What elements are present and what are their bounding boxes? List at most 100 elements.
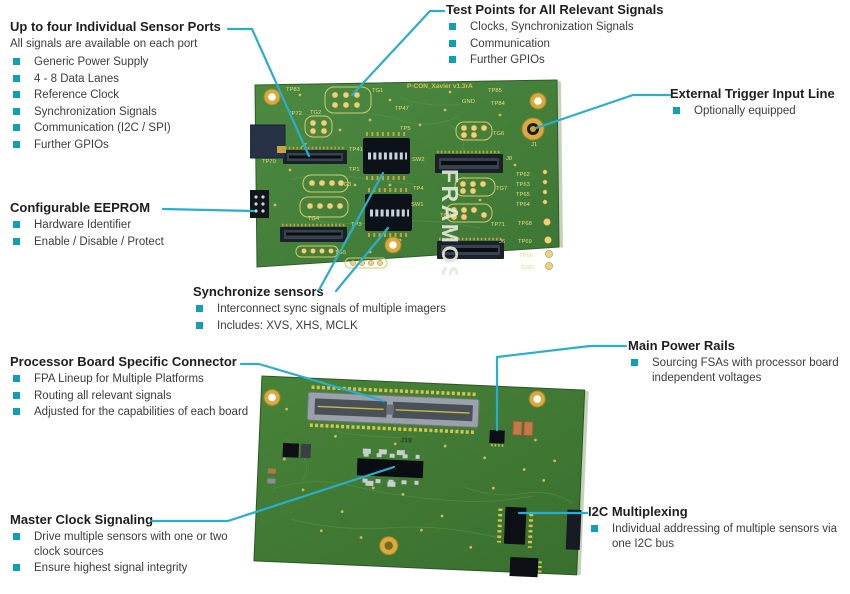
bullet-square-icon: [13, 375, 20, 382]
annotation-title: I2C Multiplexing: [588, 504, 688, 519]
bullet-text: Individual addressing of multiple sensor…: [612, 523, 838, 550]
bullet-text: Drive multiple sensors with one or two c…: [34, 531, 228, 558]
silkscreen-label: J7: [301, 143, 307, 149]
bullet-square-icon: [13, 58, 20, 65]
silkscreen-label: TP64: [516, 202, 531, 208]
bullet-square-icon: [13, 91, 20, 98]
silkscreen-label: J19: [400, 437, 412, 445]
bullet-item: Optionally equipped: [670, 104, 848, 119]
silkscreen-label: TG8: [440, 213, 451, 219]
annotation-sync-sensors: Synchronize sensors Interconnect sync si…: [193, 285, 478, 335]
silkscreen-label: J6: [499, 239, 505, 245]
annotation-title: Configurable EEPROM: [10, 200, 151, 215]
connector-bottom-left: [280, 223, 347, 242]
bullet-item: Sourcing FSAs with processor board indep…: [628, 356, 846, 385]
silkscreen-label: TG5: [335, 250, 346, 256]
silkscreen-label: TP69: [518, 239, 532, 245]
bullet-text: Routing all relevant signals: [34, 389, 172, 402]
bullet-text: Interconnect sync signals of multiple im…: [217, 303, 446, 315]
silkscreen-label: TP47: [395, 106, 409, 112]
bullet-item: Routing all relevant signals: [10, 389, 272, 404]
bullet-item: Includes: XVS, XHS, MCLK: [193, 319, 478, 334]
silkscreen-label: TP70: [262, 159, 276, 165]
bullet-square-icon: [631, 359, 638, 366]
silkscreen-label: TP72: [288, 111, 302, 117]
annotation-bullet-list: Drive multiple sensors with one or two c…: [10, 530, 248, 576]
bullet-text: Includes: XVS, XHS, MCLK: [217, 319, 358, 332]
bullet-square-icon: [13, 221, 20, 228]
silkscreen-label: TP68: [518, 221, 532, 227]
silkscreen-board-title: P-CON_Xavier v1.3rA: [407, 83, 473, 90]
bullet-square-icon: [196, 321, 203, 329]
bullet-square-icon: [13, 564, 20, 571]
bullet-square-icon: [13, 74, 20, 82]
silkscreen-label: TP3: [351, 222, 362, 228]
bullet-text: Clocks, Synchronization Signals: [470, 21, 634, 33]
annotation-title: Master Clock Signaling: [10, 512, 154, 527]
annotation-bullet-list: Sourcing FSAs with processor board indep…: [628, 356, 846, 385]
secondary-ic: [509, 557, 542, 578]
bullet-text: Enable / Disable / Protect: [34, 235, 164, 248]
i2c-multiplexer-chip: [496, 506, 534, 548]
silkscreen-label: TP65: [516, 192, 530, 198]
bullet-item: Clocks, Synchronization Signals: [446, 20, 696, 35]
annotation-master-clock: Master Clock Signaling Drive multiple se…: [10, 513, 248, 578]
bullet-text: Optionally equipped: [694, 105, 796, 117]
bullet-text: Further GPIOs: [470, 54, 545, 66]
framos-brand-text: FRAMOS: [437, 169, 463, 275]
bullet-item: 4 - 8 Data Lanes: [10, 72, 245, 87]
annotation-processor-connector: Processor Board Specific Connector FPA L…: [10, 355, 272, 422]
bullet-text: Hardware Identifier: [34, 219, 132, 231]
silkscreen-label: TG7: [496, 186, 507, 192]
bullet-item: Enable / Disable / Protect: [10, 235, 225, 250]
bullet-item: Communication (I2C / SPI): [10, 121, 245, 136]
bullet-square-icon: [449, 56, 456, 63]
pcb-bottom-view: J19: [248, 368, 596, 590]
bullet-item: Further GPIOs: [446, 53, 696, 68]
bullet-square-icon: [13, 107, 20, 115]
annotation-title: Processor Board Specific Connector: [10, 354, 237, 369]
bullet-text: 4 - 8 Data Lanes: [34, 72, 120, 85]
bullet-text: Adjusted for the capabilities of each bo…: [34, 406, 249, 418]
annotation-bullet-list: Interconnect sync signals of multiple im…: [193, 302, 478, 333]
bullet-text: Further GPIOs: [34, 138, 109, 151]
dip-switch-sw2: [363, 132, 410, 180]
right-edge-connector: [565, 509, 582, 551]
bullet-item: Drive multiple sensors with one or two c…: [10, 530, 248, 559]
silkscreen-label: TP85: [488, 88, 502, 94]
annotation-i2c-mux: I2C Multiplexing Individual addressing o…: [588, 505, 846, 553]
bullet-square-icon: [13, 408, 20, 415]
bullet-square-icon: [196, 305, 203, 312]
annotation-title: Test Points for All Relevant Signals: [446, 2, 664, 17]
bullet-item: Synchronization Signals: [10, 105, 245, 120]
silkscreen-label: TP62: [516, 172, 530, 178]
annotation-test-points: Test Points for All Relevant Signals Clo…: [446, 3, 696, 70]
bullet-text: Ensure highest signal integrity: [34, 562, 188, 574]
silkscreen-label: GND: [521, 265, 534, 271]
bullet-square-icon: [13, 391, 20, 399]
bullet-square-icon: [13, 533, 20, 540]
silkscreen-label: J8: [506, 156, 512, 162]
coax-connector-j1: [521, 117, 545, 141]
silkscreen-label: TG3: [340, 182, 351, 188]
silkscreen-label: SW2: [412, 157, 425, 163]
bullet-item: FPA Lineup for Multiple Platforms: [10, 372, 272, 387]
bullet-text: Communication: [470, 37, 550, 50]
silkscreen-label: TG4: [308, 216, 320, 222]
bullet-text: Synchronization Signals: [34, 105, 157, 118]
annotation-bullet-list: Optionally equipped: [670, 104, 848, 119]
bullet-text: Reference Clock: [34, 89, 120, 101]
bullet-text: Sourcing FSAs with processor board indep…: [652, 357, 839, 384]
bullet-square-icon: [13, 124, 20, 131]
eeprom-header: [250, 190, 269, 218]
dip-switch-sw1: [365, 188, 412, 237]
connector-j7: [283, 146, 347, 164]
bullet-square-icon: [591, 525, 598, 532]
silkscreen-labels: J19: [400, 437, 412, 445]
silkscreen-label: TG2: [310, 110, 321, 116]
